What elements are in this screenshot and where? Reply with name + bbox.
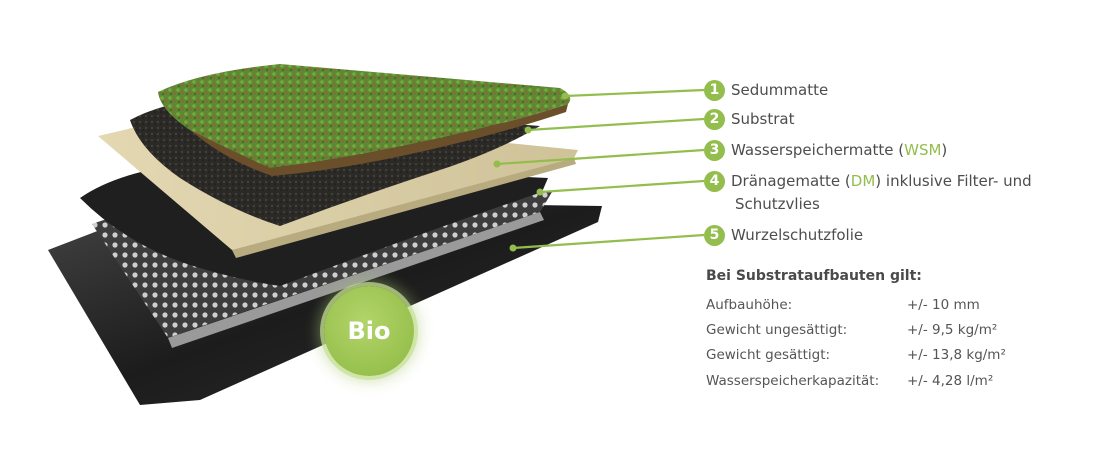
layer-label-4: 4 Dränagematte (DM) inklusive Filter- und — [704, 169, 1032, 193]
layer-number-badge: 5 — [704, 225, 725, 246]
layer-label-2: 2 Substrat — [704, 107, 795, 131]
layer-abbreviation: WSM — [904, 141, 942, 159]
layer-text-post: ) — [941, 141, 948, 159]
spec-label: Gewicht gesättigt: — [706, 347, 831, 363]
spec-value: +/- 13,8 kg/m² — [907, 347, 1006, 363]
layer-text-post: ) inklusive Filter- und — [875, 172, 1032, 190]
spec-label: Aufbauhöhe: — [706, 297, 793, 313]
layer-text: Sedummatte — [731, 81, 829, 99]
leader-dot-2 — [524, 126, 532, 134]
layer-label-4-line2: Schutzvlies — [735, 195, 820, 213]
spec-value: +/- 4,28 l/m² — [907, 373, 994, 389]
spec-row: Aufbauhöhe: +/- 10 mm — [706, 297, 980, 313]
layer-number-badge: 1 — [704, 80, 725, 101]
layer-number-badge: 4 — [704, 171, 725, 192]
leader-line-3 — [496, 148, 705, 166]
layer-label-1: 1 Sedummatte — [704, 78, 828, 102]
spec-value: +/- 9,5 kg/m² — [907, 322, 998, 338]
leader-line-4 — [539, 179, 705, 194]
spec-label: Gewicht ungesättigt: — [706, 322, 848, 338]
layer-label-3: 3 Wasserspeichermatte (WSM) — [704, 138, 947, 162]
water-storage-mat-edge — [232, 158, 576, 258]
layer-number-badge: 2 — [704, 109, 725, 130]
leader-line-2 — [527, 117, 705, 132]
spec-row: Gewicht gesättigt: +/- 13,8 kg/m² — [706, 347, 1006, 363]
leader-dot-3 — [493, 160, 501, 168]
spec-value: +/- 10 mm — [907, 297, 980, 313]
drainage-mat-edge — [168, 212, 544, 348]
layer-text: Wurzelschutzfolie — [731, 226, 864, 244]
specs-title: Bei Substrataufbauten gilt: — [706, 268, 922, 284]
leader-dot-5 — [509, 244, 517, 252]
leader-line-5 — [512, 233, 705, 250]
layer-label-5: 5 Wurzelschutzfolie — [704, 223, 863, 247]
layer-abbreviation: DM — [850, 172, 876, 190]
sedum-mat — [158, 64, 571, 168]
spec-row: Wasserspeicherkapazität: +/- 4,28 l/m² — [706, 373, 993, 389]
leader-line-1 — [564, 88, 705, 98]
layer-text-pre: Wasserspeichermatte ( — [731, 141, 905, 159]
bio-badge: Bio — [324, 286, 414, 376]
leader-dot-1 — [561, 92, 569, 100]
layer-number-badge: 3 — [704, 140, 725, 161]
spec-row: Gewicht ungesättigt: +/- 9,5 kg/m² — [706, 322, 997, 338]
leader-dots — [493, 92, 569, 252]
spec-label: Wasserspeicherkapazität: — [706, 373, 880, 389]
leader-lines — [496, 88, 705, 250]
layer-text-pre: Dränagematte ( — [731, 172, 851, 190]
layer-text: Substrat — [731, 110, 795, 128]
leader-dot-4 — [536, 188, 544, 196]
